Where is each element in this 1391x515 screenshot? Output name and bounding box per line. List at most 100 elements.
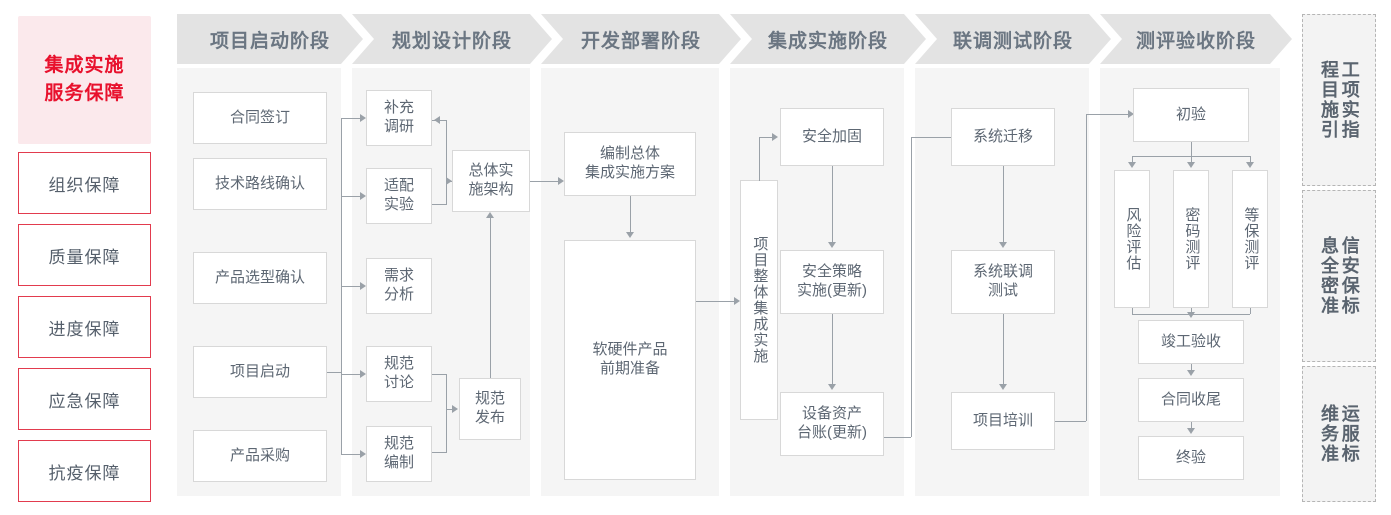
node-label: 竣工验收 xyxy=(1160,332,1221,350)
arrowhead-hw-sw-preparation xyxy=(626,232,634,238)
node-label: 合同签订 xyxy=(229,108,290,126)
connector-adapt-out xyxy=(432,204,446,205)
node-security-policy-implementation[interactable]: 安全策略 实施(更新) xyxy=(780,250,884,314)
node-completion-acceptance[interactable]: 竣工验收 xyxy=(1138,320,1244,364)
left-rail-item-2[interactable]: 进度保障 xyxy=(18,296,151,358)
phase-header-2[interactable]: 开发部署阶段 xyxy=(541,14,741,64)
node-label: 项目启动 xyxy=(229,362,290,380)
node-spec-discussion[interactable]: 规范 讨论 xyxy=(366,346,432,402)
connector-ledger-to-migration xyxy=(911,137,959,138)
arrowhead-security-hardening xyxy=(772,133,778,141)
node-label-line2: 集成实施方案 xyxy=(584,164,675,181)
left-rail-item-4[interactable]: 抗疫保障 xyxy=(18,440,151,502)
connector-integration-up xyxy=(759,137,760,181)
phase-title: 测评验收阶段 xyxy=(1135,30,1256,52)
node-mlps-evaluation[interactable]: 等保测评 xyxy=(1232,170,1268,308)
node-product-procurement[interactable]: 产品采购 xyxy=(193,430,327,482)
left-rail-item-label: 组织保障 xyxy=(48,175,121,195)
node-requirement-analysis[interactable]: 需求 分析 xyxy=(366,258,432,314)
right-rail-item-2[interactable]: 运服标 维务准 xyxy=(1302,366,1376,502)
arrowhead-scheme xyxy=(558,177,564,185)
node-label-line2: 实验 xyxy=(383,196,414,213)
node-label-line1: 安全策略 xyxy=(801,263,862,281)
connector-completion-to-closure xyxy=(1191,364,1192,372)
connector-hardening-to-policy xyxy=(832,166,833,244)
connector-to-supplemental-survey xyxy=(341,118,362,119)
node-supplemental-survey[interactable]: 补充 调研 xyxy=(366,90,432,146)
node-system-joint-debug-test[interactable]: 系统联调 测试 xyxy=(951,250,1055,314)
node-system-migration[interactable]: 系统迁移 xyxy=(951,108,1055,166)
node-spec-release[interactable]: 规范 发布 xyxy=(459,378,521,440)
node-product-selection-confirm[interactable]: 产品选型确认 xyxy=(193,252,327,304)
node-contract-signing[interactable]: 合同签订 xyxy=(193,92,327,144)
node-project-training[interactable]: 项目培训 xyxy=(951,392,1055,450)
node-overall-project-integration[interactable]: 项目整体集成实施 xyxy=(740,180,778,420)
right-rail-label-col-right: 维务准 xyxy=(1319,404,1339,464)
arrowhead-spec-discussion xyxy=(360,370,366,378)
left-rail-header-line1: 集成实施 xyxy=(44,55,125,77)
arrowhead-overall-architecture xyxy=(446,177,452,185)
phase-title: 开发部署阶段 xyxy=(580,30,701,52)
node-spec-drafting[interactable]: 规范 编制 xyxy=(366,426,432,482)
node-initial-acceptance[interactable]: 初验 xyxy=(1133,88,1249,142)
connector-ledger-riser xyxy=(911,137,912,437)
node-label-line1: 需求 xyxy=(383,267,414,285)
connector-kickoff-stub xyxy=(327,372,341,373)
node-adaptation-test[interactable]: 适配 实验 xyxy=(366,168,432,224)
right-rail-item-0[interactable]: 工项实指 程目施引 xyxy=(1302,14,1376,186)
connector-to-spec-drafting xyxy=(341,454,362,455)
node-project-kickoff[interactable]: 项目启动 xyxy=(193,346,327,398)
arrowhead-mlps-evaluation xyxy=(1246,162,1254,168)
phase-header-5[interactable]: 测评验收阶段 xyxy=(1100,14,1292,64)
node-crypto-evaluation[interactable]: 密码测评 xyxy=(1173,170,1209,308)
node-risk-assessment[interactable]: 风险评估 xyxy=(1114,170,1150,308)
left-rail-item-label: 质量保障 xyxy=(48,247,121,267)
node-overall-implementation-architecture[interactable]: 总体实 施架构 xyxy=(452,150,530,212)
node-label-line2: 测试 xyxy=(987,282,1018,299)
arrowhead-project-training xyxy=(999,384,1007,390)
node-hw-sw-preparation[interactable]: 软硬件产品 前期准备 xyxy=(564,240,696,480)
connector-prep-to-integration xyxy=(696,301,736,302)
node-security-hardening[interactable]: 安全加固 xyxy=(780,108,884,166)
node-tech-route-confirm[interactable]: 技术路线确认 xyxy=(193,158,327,210)
left-rail-item-3[interactable]: 应急保障 xyxy=(18,368,151,430)
arrowhead-initial-acceptance xyxy=(1128,110,1134,118)
node-label-line2: 施架构 xyxy=(468,181,514,198)
connector-risk-out xyxy=(1132,308,1133,314)
node-final-acceptance[interactable]: 终验 xyxy=(1138,436,1244,480)
connector-to-spec-discussion xyxy=(341,374,362,375)
connector-to-risk xyxy=(1132,156,1133,164)
node-label-line1: 设备资产 xyxy=(801,405,862,423)
phase-header-4[interactable]: 联调测试阶段 xyxy=(915,14,1111,64)
node-label: 技术路线确认 xyxy=(214,174,305,192)
arrowhead-spec-drafting xyxy=(360,450,366,458)
connector-release-to-architecture xyxy=(490,218,491,378)
arrowhead-crypto-evaluation xyxy=(1187,162,1195,168)
phase-header-3[interactable]: 集成实施阶段 xyxy=(730,14,926,64)
node-label: 密码测评 xyxy=(1183,207,1201,271)
node-label: 风险评估 xyxy=(1124,207,1142,271)
left-rail-item-0[interactable]: 组织保障 xyxy=(18,152,151,214)
connector-migration-to-joint-test xyxy=(1003,166,1004,244)
connector-merge-to-release xyxy=(446,409,454,410)
node-label-line2: 实施(更新) xyxy=(797,282,867,299)
connector-mlps-out xyxy=(1250,308,1251,314)
arrowhead-requirement-analysis xyxy=(360,282,366,290)
phase-header-0[interactable]: 项目启动阶段 xyxy=(177,14,363,64)
node-label-line1: 补充 xyxy=(383,99,414,117)
arrowhead-risk-assessment xyxy=(1128,162,1136,168)
node-contract-closure[interactable]: 合同收尾 xyxy=(1138,378,1244,422)
right-rail-label-col-left: 运服标 xyxy=(1339,404,1360,464)
node-label-line1: 适配 xyxy=(383,177,414,195)
node-overall-integration-scheme[interactable]: 编制总体 集成实施方案 xyxy=(564,132,696,196)
arrowhead-supplemental-survey xyxy=(360,114,366,122)
phase-header-1[interactable]: 规划设计阶段 xyxy=(352,14,552,64)
left-rail-item-1[interactable]: 质量保障 xyxy=(18,224,151,286)
right-rail-item-1[interactable]: 信安保标 息全密准 xyxy=(1302,190,1376,362)
phase-title: 集成实施阶段 xyxy=(767,30,888,52)
node-asset-ledger[interactable]: 设备资产 台账(更新) xyxy=(780,392,884,456)
left-rail-item-label: 抗疫保障 xyxy=(48,463,121,483)
arrowhead-asset-ledger xyxy=(828,384,836,390)
arrowhead-spec-release xyxy=(452,405,458,413)
node-label-line2: 发布 xyxy=(474,409,505,426)
